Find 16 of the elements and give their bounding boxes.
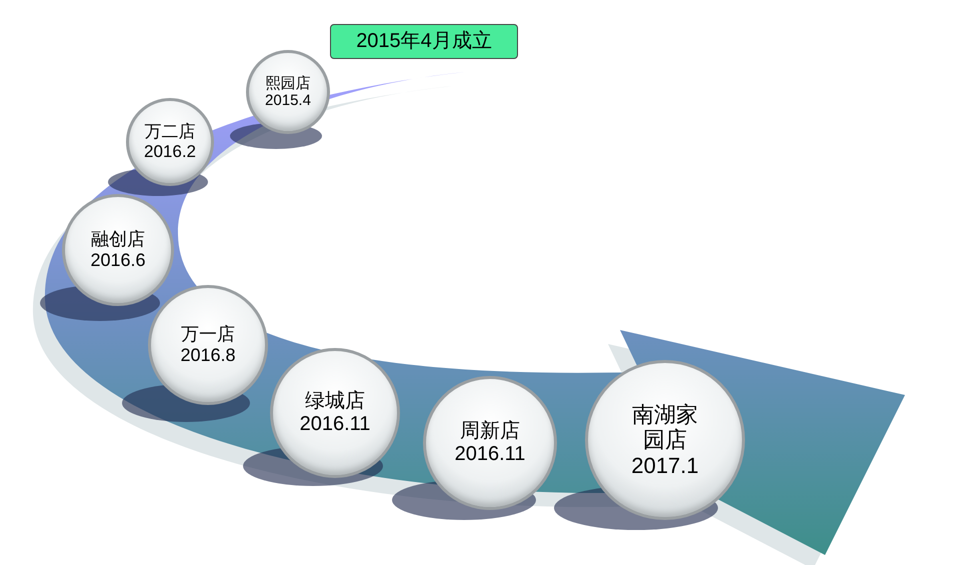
store-name: 熙园店 [266,74,310,92]
opening-date: 2016.11 [300,413,370,436]
opening-date: 2016.11 [454,443,526,466]
store-name: 南湖家园店 [631,402,699,453]
opening-date: 2017.1 [631,452,699,478]
opening-date: 2016.6 [90,250,146,271]
opening-date: 2016.8 [180,345,236,366]
founding-date-label: 2015年4月成立 [356,30,492,53]
opening-date: 2015.4 [265,92,311,110]
store-name: 万一店 [181,324,235,345]
title-banner [330,24,518,59]
opening-date: 2016.2 [144,142,196,162]
store-name: 绿城店 [305,390,365,413]
store-name: 融创店 [91,229,145,250]
store-name: 万二店 [144,122,196,142]
store-name: 周新店 [460,420,520,443]
